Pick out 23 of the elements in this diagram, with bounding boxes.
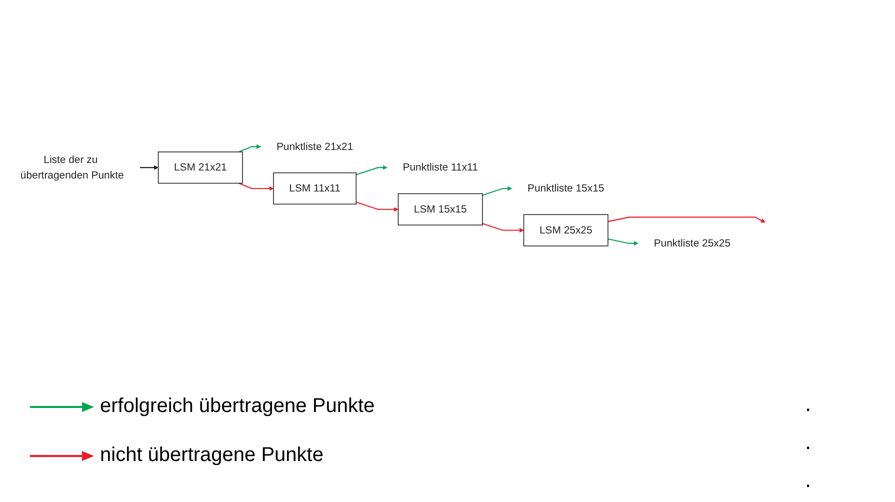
legend-label: erfolgreich übertragene Punkte (100, 395, 375, 418)
arrow (482, 186, 512, 196)
ellipsis-dot: . (805, 428, 812, 456)
ellipsis-dot: . (805, 390, 812, 418)
arrow (356, 165, 388, 176)
arrow (482, 222, 524, 233)
legend-label: nicht übertragene Punkte (100, 444, 324, 467)
arrow (140, 165, 158, 170)
node-text: Punktliste 21x21 (276, 140, 354, 152)
arrow (238, 144, 261, 152)
node-text: Punktliste 15x15 (528, 182, 604, 194)
node-box: LSM 21x21 (158, 152, 243, 184)
node-box: LSM 25x25 (523, 214, 608, 246)
node-text: Liste der zu übertragenden Punkte (20, 154, 124, 182)
arrow (238, 182, 274, 191)
ellipsis-dot: . (805, 466, 812, 494)
node-text: Punktliste 11x11 (402, 162, 478, 174)
arrow (356, 202, 398, 212)
node-text: Punktliste 25x25 (654, 238, 731, 250)
arrow (608, 238, 638, 246)
node-box: LSM 11x11 (273, 172, 357, 205)
arrow (608, 216, 766, 223)
node-box: LSM 15x15 (398, 193, 483, 226)
